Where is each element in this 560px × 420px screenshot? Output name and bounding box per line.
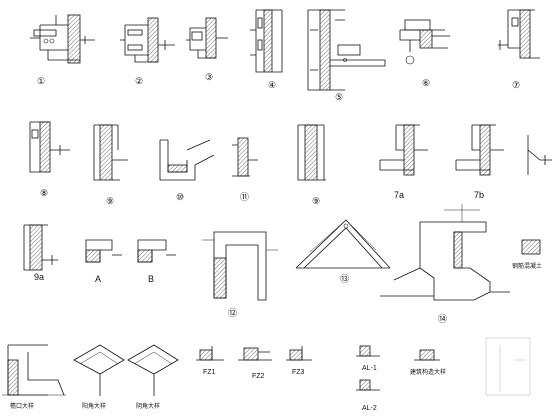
detail-13-label: ⑬ xyxy=(340,274,349,284)
detail-13: ⑬ xyxy=(295,219,391,284)
detail-7a-label: 7a xyxy=(394,190,404,200)
detail-1-label: ① xyxy=(37,76,45,86)
detail-A: A xyxy=(85,239,122,284)
detail-8-label: ⑧ xyxy=(40,188,48,198)
detail-6-label: ⑥ xyxy=(422,78,430,88)
detail-4-label: ④ xyxy=(268,80,276,90)
detail-7: ⑦ xyxy=(498,9,540,90)
al2-label: AL-2 xyxy=(362,405,377,412)
detail-B: B xyxy=(137,239,176,284)
detail-fz3: FZ3 xyxy=(286,346,312,376)
inner-corner-label: 阴角大样 xyxy=(136,402,160,410)
detail-4: ④ xyxy=(250,9,283,90)
detail-5-label: ⑤ xyxy=(335,92,343,102)
detail-fz1: FZ1 xyxy=(196,346,224,376)
detail-12-label: ⑫ xyxy=(228,308,237,318)
detail-12: ⑫ xyxy=(202,231,278,318)
fz2-label: FZ2 xyxy=(252,373,265,380)
detail-al2: AL-2 xyxy=(356,379,380,412)
detail-7b-label: 7b xyxy=(474,190,484,200)
detail-2: ② xyxy=(120,17,175,86)
detail-inner-corner: 阴角大样 xyxy=(127,344,179,410)
detail-9b-label: ⑨ xyxy=(312,196,320,206)
detail-5: ⑤ xyxy=(307,9,386,102)
detail-7-label: ⑦ xyxy=(512,80,520,90)
detail-6: ⑥ xyxy=(399,19,450,88)
detail-3: ③ xyxy=(186,17,228,82)
detail-3-label: ③ xyxy=(205,72,213,82)
detail-1: ① xyxy=(30,14,95,86)
detail-2-label: ② xyxy=(135,76,143,86)
fz3-label: FZ3 xyxy=(292,369,305,376)
al1-label: AL-1 xyxy=(362,365,377,372)
material-legend-label: 钢筋混凝土 xyxy=(512,262,542,270)
outer-corner-label: 阳角大样 xyxy=(82,402,106,410)
detail-11-label: ⑪ xyxy=(240,192,249,202)
detail-10-label: ⑩ xyxy=(176,192,184,202)
detail-11: ⑪ xyxy=(232,137,258,202)
detail-14-label: ⑭ xyxy=(438,314,447,324)
detail-9: ⑨ xyxy=(93,124,128,206)
detail-10: ⑩ xyxy=(159,139,215,202)
detail-fz2: FZ2 xyxy=(238,347,272,380)
detail-al1: AL-1 xyxy=(356,345,380,372)
detail-A-label: A xyxy=(95,274,101,284)
eave-label: 檐口大样 xyxy=(10,402,34,410)
detail-cap: 建筑构造大样 xyxy=(410,349,446,376)
detail-B-label: B xyxy=(148,274,154,284)
detail-7c xyxy=(527,135,552,175)
detail-7b: 7b xyxy=(455,124,504,200)
detail-9b: ⑨ xyxy=(297,124,326,206)
detail-outer-corner: 阳角大样 xyxy=(73,344,125,410)
detail-eave: 檐口大样 xyxy=(2,344,66,410)
detail-7a: 7a xyxy=(379,124,428,200)
detail-14: ⑭ xyxy=(380,204,510,324)
detail-9a: 9a xyxy=(23,224,58,282)
material-legend: 钢筋混凝土 xyxy=(512,239,542,270)
cap-label: 建筑构造大样 xyxy=(410,368,446,376)
detail-8: ⑧ xyxy=(29,121,70,198)
detail-9-label: ⑨ xyxy=(106,196,114,206)
detail-9a-label: 9a xyxy=(34,272,44,282)
fz1-label: FZ1 xyxy=(203,369,216,376)
detail-faint xyxy=(485,337,531,396)
